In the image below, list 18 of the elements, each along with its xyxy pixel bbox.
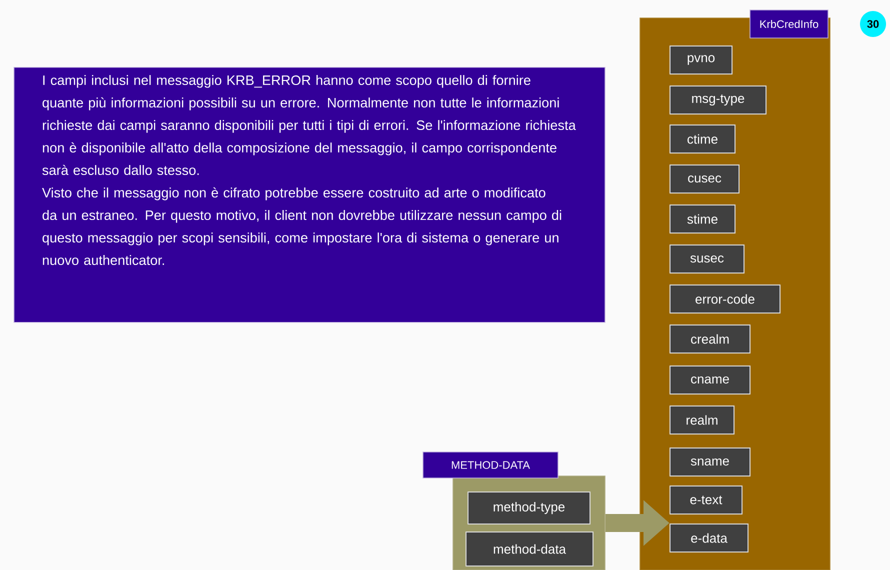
field-box: method-data	[466, 532, 594, 566]
page-number: 30	[860, 11, 886, 37]
field-box: msg-type	[670, 86, 767, 114]
field-box: pvno	[670, 46, 732, 74]
field-box: e-data	[670, 524, 748, 552]
field-box: cusec	[670, 164, 740, 194]
field-box: crealm	[670, 324, 750, 354]
field-box: susec	[670, 244, 745, 274]
field-box: error-code	[670, 284, 781, 314]
field-box: e-text	[670, 486, 743, 514]
field-box: cname	[670, 366, 750, 394]
field-box: method-type	[468, 492, 590, 524]
field-box: ctime	[670, 124, 736, 154]
field-box: realm	[670, 406, 734, 434]
node-label: METHOD-DATA	[452, 461, 530, 469]
field-box: sname	[670, 448, 750, 476]
field-box: stime	[670, 204, 736, 234]
text-box: I campi inclusi nel messaggio KRB_ERROR hanno come scopo quello di fornire quante più informazioni possibili su un errore. Normalmente non tutte le informazioni richieste dai campi saranno disponibili per tutti i tipi di errori. Se l'informazione richiesta non è disponibile all'atto della composizione del messaggio, il campo corrispondente sarà escluso dallo stesso. Visto che il messaggio non è cifrato potrebbe essere costruito ad arte o modificato da un estraneo. Per questo motivo, il client non dovrebbe utilizzare nessun campo di questo messaggio per scopi sensibili, come impostare l'ora di sistema o generare un nuovo authenticator.	[14, 67, 606, 323]
